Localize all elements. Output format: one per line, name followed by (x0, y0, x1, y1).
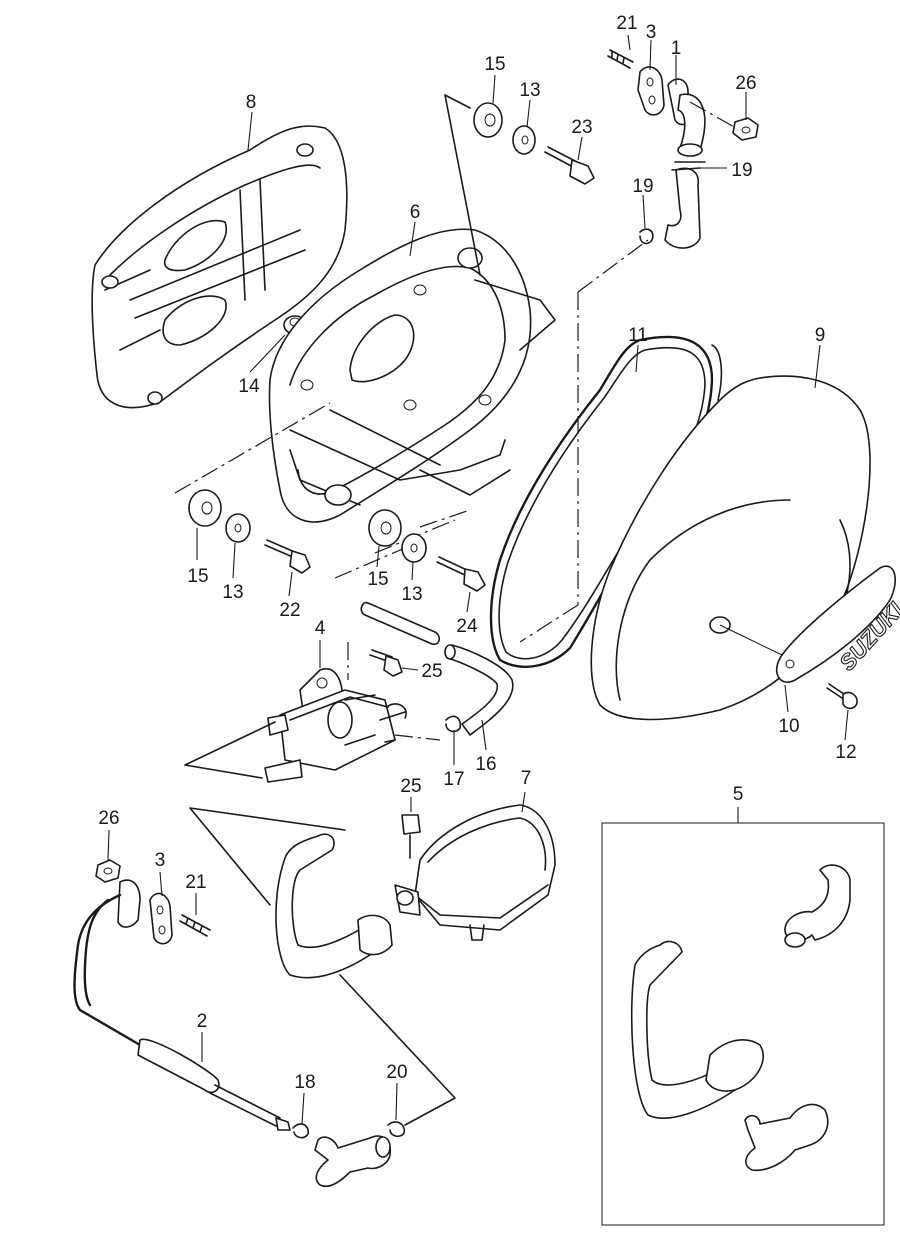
label-11: 11 (628, 325, 648, 346)
part-13-washer-left (225, 513, 251, 543)
label-26-bottom: 26 (98, 808, 119, 829)
part-6-bracket (268, 228, 556, 523)
part-25-screw-bottom (401, 814, 421, 859)
part-19-hose-clamp (639, 161, 706, 249)
label-6: 6 (410, 202, 421, 223)
part-15-grommet-left (188, 489, 222, 527)
part-9-cover (590, 375, 871, 721)
part-13-washer-center (401, 533, 427, 563)
part-2-pipe (73, 879, 291, 1131)
part-3-gasket-bottom (149, 892, 173, 945)
part-8-plate (91, 125, 348, 409)
part-labels: 21 3 1 26 15 13 23 19 19 8 6 14 11 9 15 … (98, 13, 856, 1093)
label-16: 16 (475, 754, 496, 775)
label-25-top: 25 (421, 661, 442, 682)
part-17-clamp (445, 715, 462, 733)
leader-lines (107, 34, 849, 1125)
part-4-valve (264, 668, 407, 783)
label-13-top: 13 (519, 80, 540, 101)
label-1: 1 (671, 38, 682, 59)
label-21-top: 21 (616, 13, 637, 34)
label-19-right: 19 (731, 160, 752, 181)
part-25-screw-top (369, 649, 403, 677)
part-11-gasket (489, 335, 723, 668)
part-7-canister (394, 804, 556, 941)
label-25-bottom: 25 (400, 776, 421, 797)
part-15-grommet-top (473, 102, 503, 138)
part-23-bolt (544, 146, 595, 185)
part-24-bolt (436, 556, 486, 592)
hose-tee (314, 1135, 392, 1188)
part-21-stud-bottom (179, 914, 211, 937)
part-3-gasket-top (637, 66, 665, 116)
part-1-elbow (667, 78, 706, 157)
label-12: 12 (835, 742, 856, 763)
hose-bent (275, 833, 393, 979)
label-26-top: 26 (735, 73, 756, 94)
part-26-nut-bottom (95, 859, 121, 883)
label-14: 14 (238, 376, 260, 397)
label-3-top: 3 (646, 22, 657, 43)
label-10: 10 (778, 716, 799, 737)
part-16-hose (444, 644, 514, 736)
part-22-bolt (264, 539, 311, 574)
label-7: 7 (521, 768, 532, 789)
label-19-left: 19 (632, 176, 653, 197)
part-20-clamp (387, 1121, 406, 1138)
label-9: 9 (815, 325, 826, 346)
part-18-clamp (292, 1123, 310, 1139)
label-24: 24 (456, 616, 478, 637)
label-13-center: 13 (401, 584, 422, 605)
part-5-hose-kit (601, 822, 885, 1226)
label-15-left: 15 (187, 566, 208, 587)
label-23: 23 (571, 117, 592, 138)
label-4: 4 (315, 618, 326, 639)
part-15-grommet-center (368, 509, 402, 547)
label-5: 5 (733, 784, 744, 805)
label-18: 18 (294, 1072, 315, 1093)
label-3-bottom: 3 (155, 850, 166, 871)
label-22: 22 (279, 600, 300, 621)
label-20: 20 (386, 1062, 407, 1083)
label-2: 2 (197, 1011, 208, 1032)
label-17: 17 (443, 769, 464, 790)
part-26-nut-top (732, 117, 759, 141)
label-8: 8 (246, 92, 257, 113)
part-21-stud-top (607, 49, 634, 69)
hose-short (360, 601, 441, 646)
label-21-bottom: 21 (185, 872, 206, 893)
label-15-top: 15 (484, 54, 505, 75)
part-13-washer-top (512, 125, 536, 155)
label-13-left: 13 (222, 582, 243, 603)
part-12-screw (826, 683, 858, 710)
label-15-center: 15 (367, 569, 388, 590)
